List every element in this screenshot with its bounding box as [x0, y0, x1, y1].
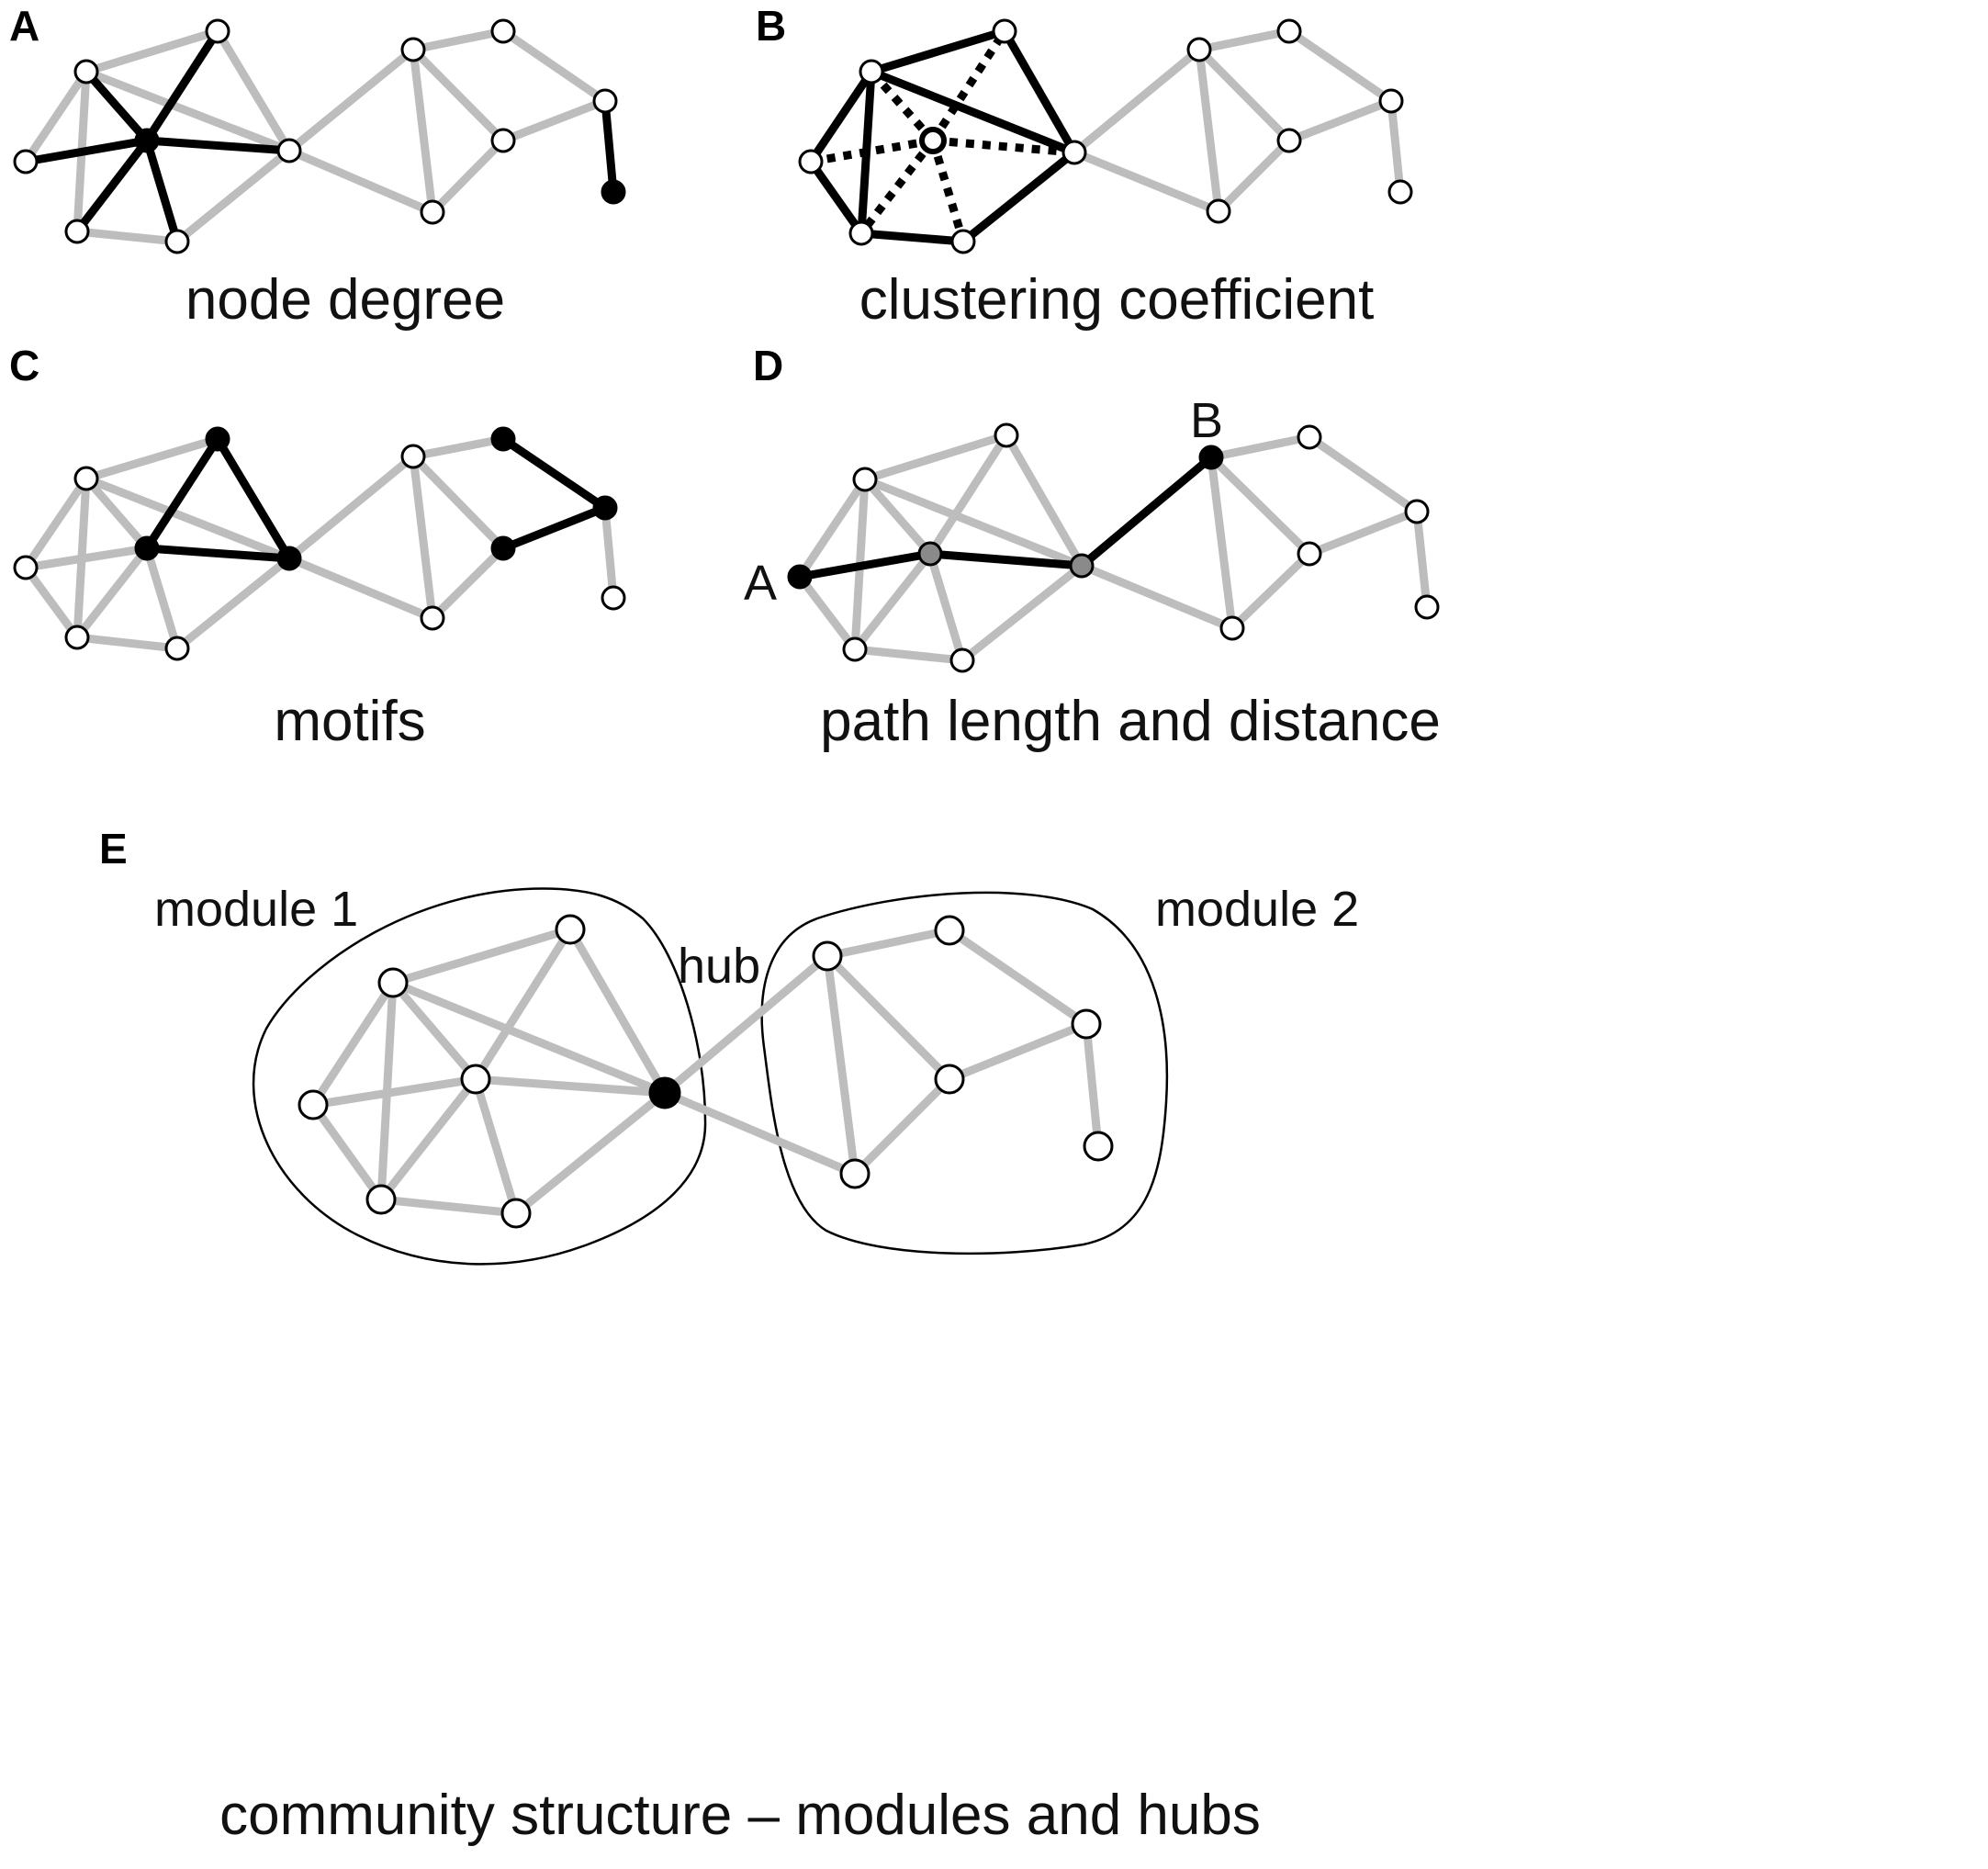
- module-1-label: module 1: [154, 882, 358, 937]
- module-2-label: module 2: [1155, 882, 1359, 937]
- panel-d-caption: path length and distance: [820, 690, 1441, 753]
- panel-e-hub-node: [648, 1076, 681, 1109]
- hub-label: hub: [678, 939, 760, 994]
- panel-c-gray-edges: [21, 434, 618, 653]
- panel-a-nodes: [13, 18, 626, 254]
- panel-b-gray-edges: [1070, 27, 1405, 216]
- panel-b-center-node: [919, 127, 947, 154]
- panel-d-shortest-path: [795, 453, 1216, 581]
- panel-a: A: [9, 2, 626, 332]
- panel-e-letter: E: [99, 825, 128, 873]
- panel-c-motif-edges: [142, 434, 610, 563]
- panel-b-dotted-edges: [810, 28, 1075, 243]
- panel-b: B: [756, 2, 1413, 332]
- panel-a-high-degree-node: [134, 128, 160, 153]
- panel-c: C: [9, 342, 626, 753]
- panel-e: E: [99, 825, 1359, 1847]
- panel-c-caption: motifs: [274, 690, 425, 753]
- panel-d-nodes: [787, 422, 1440, 673]
- panel-d-letter: D: [753, 342, 783, 389]
- panel-d: D: [744, 342, 1441, 753]
- panel-a-gray-edges: [21, 27, 610, 246]
- panel-d-label-a: A: [744, 556, 777, 611]
- module-2-boundary: [760, 891, 1169, 1255]
- panel-e-nodes: [298, 914, 1114, 1229]
- panel-d-node-a: [787, 564, 813, 590]
- panel-b-caption: clustering coefficient: [859, 268, 1375, 332]
- panel-d-gray-edges: [795, 431, 1432, 665]
- panel-c-letter: C: [9, 342, 39, 389]
- panel-b-letter: B: [756, 2, 786, 50]
- panel-c-nodes: [13, 426, 626, 661]
- panel-b-nodes: [798, 18, 1413, 254]
- module-1-boundary: [252, 887, 707, 1266]
- panel-e-gray-edges: [309, 925, 1103, 1218]
- panel-b-neighbor-edges: [806, 27, 1079, 246]
- panel-a-letter: A: [9, 2, 39, 50]
- panel-a-low-degree-node: [601, 179, 626, 205]
- panel-a-caption: node degree: [185, 268, 505, 332]
- panel-e-caption: community structure – modules and hubs: [219, 1784, 1261, 1847]
- panel-d-label-b: B: [1190, 393, 1223, 448]
- panel-a-degree-edges: [21, 27, 618, 246]
- panel-d-node-b: [1198, 445, 1224, 470]
